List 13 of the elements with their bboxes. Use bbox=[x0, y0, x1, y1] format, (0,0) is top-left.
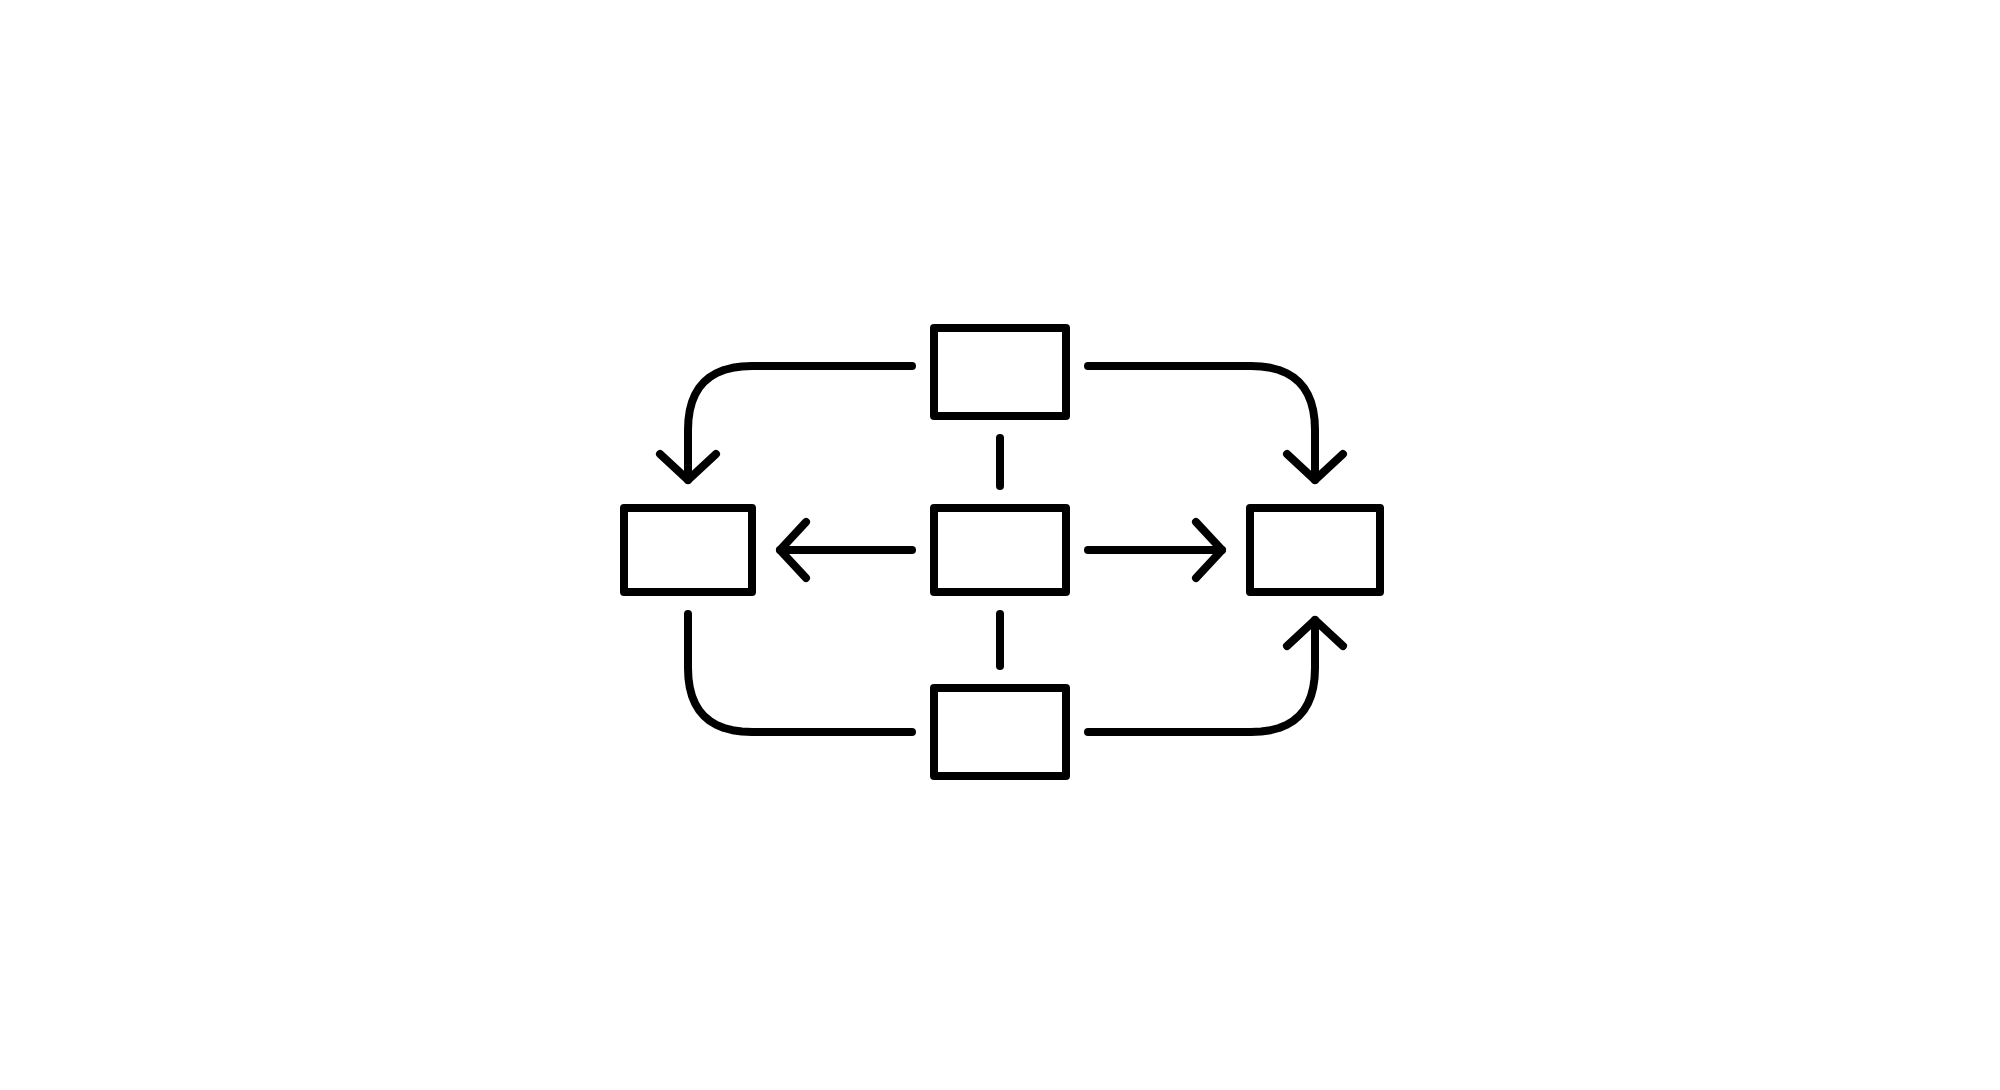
arrow bbox=[1084, 362, 1347, 484]
connector-line bbox=[684, 610, 916, 736]
arrow bbox=[1084, 616, 1347, 736]
process-box bbox=[930, 324, 1070, 420]
process-box bbox=[930, 684, 1070, 780]
connector-line bbox=[996, 434, 1004, 490]
connector-line bbox=[996, 610, 1004, 670]
arrow bbox=[776, 518, 916, 582]
arrow bbox=[1084, 518, 1226, 582]
process-box bbox=[1246, 504, 1384, 596]
process-box bbox=[930, 504, 1070, 596]
arrow bbox=[656, 362, 916, 484]
process-box bbox=[620, 504, 756, 596]
